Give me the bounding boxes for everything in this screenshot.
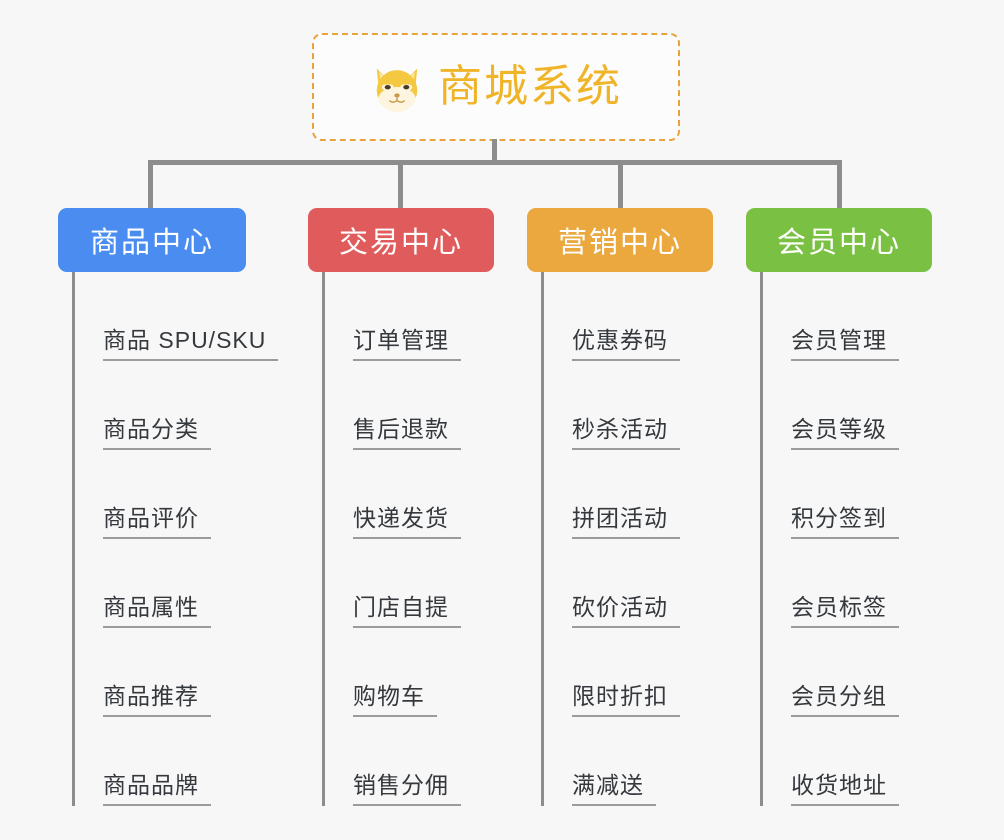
leaf-item[interactable]: 积分签到 (763, 450, 932, 539)
leaf-label: 商品 SPU/SKU (103, 327, 279, 361)
leaf-item[interactable]: 购物车 (325, 628, 494, 717)
branch-column-2: 交易中心 订单管理 售后退款 快递发货 门店自提 购物车 销售分佣 (308, 208, 494, 806)
leaf-label: 优惠券码 (572, 327, 680, 361)
leaf-item[interactable]: 商品 SPU/SKU (75, 272, 279, 361)
leaf-label: 商品分类 (103, 416, 211, 450)
branch-items-4: 会员管理 会员等级 积分签到 会员标签 会员分组 收货地址 (760, 272, 932, 806)
connector-drop-2 (398, 160, 403, 210)
leaf-label: 满减送 (572, 772, 656, 806)
branch-column-4: 会员中心 会员管理 会员等级 积分签到 会员标签 会员分组 收货地址 (746, 208, 932, 806)
connector-horizontal-bar (148, 160, 842, 165)
leaf-item[interactable]: 会员标签 (763, 539, 932, 628)
branch-header-label-4: 会员中心 (776, 227, 901, 259)
branch-header-label-2: 交易中心 (338, 227, 463, 259)
leaf-label: 会员标签 (791, 594, 899, 628)
connector-drop-4 (837, 160, 842, 210)
leaf-label: 商品推荐 (103, 683, 211, 717)
branch-header-2[interactable]: 交易中心 (308, 208, 494, 272)
leaf-item[interactable]: 会员管理 (763, 272, 932, 361)
leaf-item[interactable]: 收货地址 (763, 717, 932, 806)
leaf-label: 会员等级 (791, 416, 899, 450)
shiba-dog-face-icon (370, 60, 424, 114)
leaf-item[interactable]: 会员等级 (763, 361, 932, 450)
leaf-label: 商品品牌 (103, 772, 211, 806)
leaf-label: 秒杀活动 (572, 416, 680, 450)
leaf-label: 销售分佣 (353, 772, 461, 806)
leaf-label: 售后退款 (353, 416, 461, 450)
leaf-item[interactable]: 商品分类 (75, 361, 246, 450)
leaf-item[interactable]: 会员分组 (763, 628, 932, 717)
leaf-label: 会员分组 (791, 683, 899, 717)
leaf-label: 积分签到 (791, 505, 899, 539)
leaf-item[interactable]: 门店自提 (325, 539, 494, 628)
leaf-item[interactable]: 秒杀活动 (544, 361, 713, 450)
connector-drop-3 (618, 160, 623, 210)
leaf-label: 砍价活动 (572, 594, 680, 628)
leaf-label: 门店自提 (353, 594, 461, 628)
leaf-item[interactable]: 限时折扣 (544, 628, 713, 717)
leaf-item[interactable]: 订单管理 (325, 272, 494, 361)
leaf-label: 限时折扣 (572, 683, 680, 717)
leaf-item[interactable]: 满减送 (544, 717, 713, 806)
leaf-item[interactable]: 砍价活动 (544, 539, 713, 628)
branch-header-4[interactable]: 会员中心 (746, 208, 932, 272)
leaf-item[interactable]: 商品评价 (75, 450, 246, 539)
branch-header-3[interactable]: 营销中心 (527, 208, 713, 272)
leaf-label: 商品属性 (103, 594, 211, 628)
leaf-label: 快递发货 (353, 505, 461, 539)
branch-column-3: 营销中心 优惠券码 秒杀活动 拼团活动 砍价活动 限时折扣 满减送 (527, 208, 713, 806)
leaf-item[interactable]: 销售分佣 (325, 717, 494, 806)
leaf-item[interactable]: 优惠券码 (544, 272, 713, 361)
leaf-label: 购物车 (353, 683, 437, 717)
branch-header-label-3: 营销中心 (557, 227, 682, 259)
leaf-item[interactable]: 售后退款 (325, 361, 494, 450)
branch-column-1: 商品中心 商品 SPU/SKU 商品分类 商品评价 商品属性 商品推荐 商品品牌 (58, 208, 279, 806)
branch-header-label-1: 商品中心 (89, 227, 214, 259)
leaf-item[interactable]: 商品属性 (75, 539, 246, 628)
leaf-label: 会员管理 (791, 327, 899, 361)
leaf-label: 订单管理 (353, 327, 461, 361)
branch-items-2: 订单管理 售后退款 快递发货 门店自提 购物车 销售分佣 (322, 272, 494, 806)
leaf-item[interactable]: 商品品牌 (75, 717, 246, 806)
root-title: 商城系统 (438, 62, 622, 111)
leaf-item[interactable]: 拼团活动 (544, 450, 713, 539)
branch-items-3: 优惠券码 秒杀活动 拼团活动 砍价活动 限时折扣 满减送 (541, 272, 713, 806)
connector-root-stem (492, 139, 497, 163)
connector-drop-1 (148, 160, 153, 210)
root-node[interactable]: 商城系统 (312, 33, 680, 141)
branch-items-1: 商品 SPU/SKU 商品分类 商品评价 商品属性 商品推荐 商品品牌 (72, 272, 279, 806)
leaf-label: 收货地址 (791, 772, 899, 806)
branch-header-1[interactable]: 商品中心 (58, 208, 246, 272)
leaf-item[interactable]: 快递发货 (325, 450, 494, 539)
leaf-label: 商品评价 (103, 505, 211, 539)
leaf-item[interactable]: 商品推荐 (75, 628, 246, 717)
leaf-label: 拼团活动 (572, 505, 680, 539)
